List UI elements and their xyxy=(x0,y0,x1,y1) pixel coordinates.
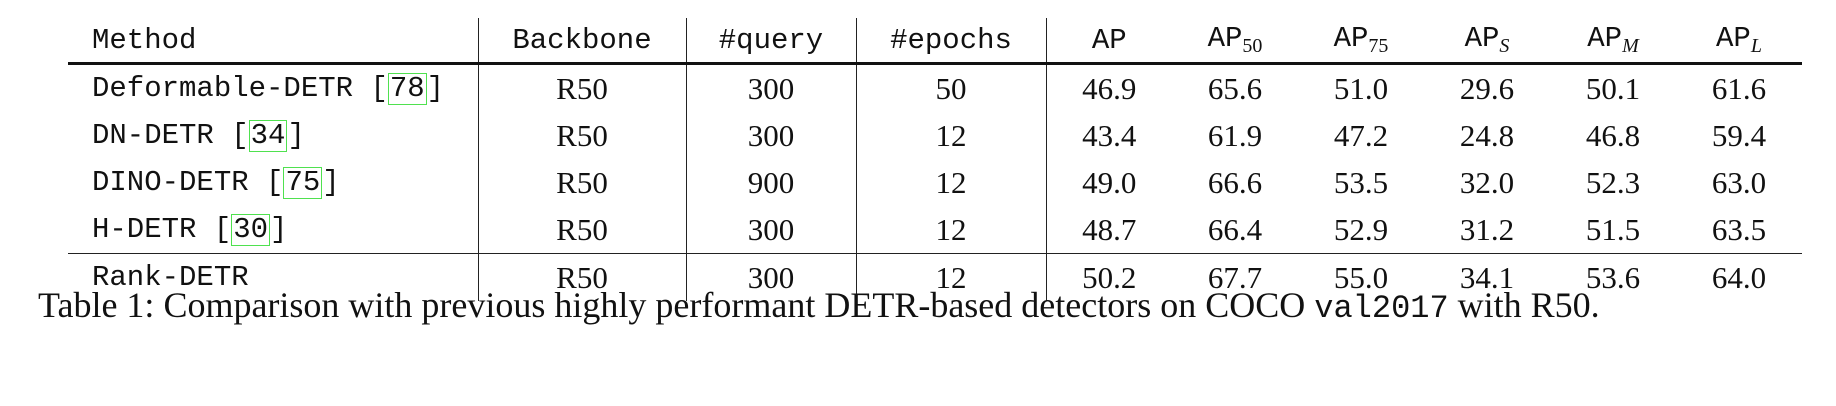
table-row: DN-DETR [34] R50 300 12 43.4 61.9 47.2 2… xyxy=(68,112,1802,159)
header-ap75-sub: 75 xyxy=(1368,35,1389,57)
ap75-cell: 47.2 xyxy=(1333,117,1389,153)
backbone-cell: R50 xyxy=(478,63,687,112)
method-name: DN-DETR xyxy=(92,118,232,152)
header-apl-base: AP xyxy=(1716,22,1751,55)
ap75-cell: 53.5 xyxy=(1333,164,1389,200)
ap75-cell: 51.0 xyxy=(1333,70,1389,106)
aps-cell: 29.6 xyxy=(1459,70,1515,106)
aps-cell: 31.2 xyxy=(1459,211,1515,247)
table-row: DINO-DETR [75] R50 900 12 49.0 66.6 53.5… xyxy=(68,159,1802,206)
apm-cell: 46.8 xyxy=(1585,117,1641,153)
table-row-ours: Rank-DETR R50 300 12 50.2 67.7 55.0 34.1… xyxy=(68,253,1802,301)
ap50-cell: 67.7 xyxy=(1172,253,1298,301)
table-caption: Table 1: Comparison with previous highly… xyxy=(38,284,1600,327)
query-cell: 900 xyxy=(686,159,857,206)
backbone-cell: R50 xyxy=(478,112,687,159)
query-cell: 300 xyxy=(686,206,857,254)
backbone-cell: R50 xyxy=(478,159,687,206)
citation-number: 30 xyxy=(231,212,271,247)
caption-label: Table 1: xyxy=(38,285,155,325)
ap50-cell: 65.6 xyxy=(1207,70,1263,106)
ap50-cell: 66.6 xyxy=(1207,164,1263,200)
apm-cell: 50.1 xyxy=(1585,70,1641,106)
header-ap: AP xyxy=(1046,18,1172,65)
header-aps-sub: S xyxy=(1499,35,1510,57)
citation-link[interactable]: [75] xyxy=(266,165,340,200)
caption-text-end: with R50. xyxy=(1448,285,1600,325)
query-cell: 300 xyxy=(686,63,857,112)
method-cell: DINO-DETR [75] xyxy=(68,159,479,206)
apm-cell: 51.5 xyxy=(1585,211,1641,247)
header-method: Method xyxy=(68,18,479,65)
header-ap75-base: AP xyxy=(1333,22,1369,55)
backbone-cell: R50 xyxy=(478,253,687,301)
apm-cell: 53.6 xyxy=(1550,253,1676,301)
epochs-cell: 50 xyxy=(856,63,1047,112)
citation-link[interactable]: [78] xyxy=(370,71,445,106)
citation-link[interactable]: [34] xyxy=(231,118,305,153)
results-table-container: Method Backbone #query #epochs AP AP50 A… xyxy=(68,18,1802,301)
aps-cell: 24.8 xyxy=(1459,117,1515,153)
header-ap50-base: AP xyxy=(1207,22,1243,55)
ap75-cell: 52.9 xyxy=(1333,211,1389,247)
apl-cell: 63.0 xyxy=(1711,164,1767,200)
results-table: Method Backbone #query #epochs AP AP50 A… xyxy=(68,18,1802,301)
citation-number: 34 xyxy=(248,118,288,153)
epochs-cell: 12 xyxy=(856,206,1047,254)
backbone-cell: R50 xyxy=(478,206,687,254)
header-ap50-sub: 50 xyxy=(1242,35,1263,57)
apl-cell: 63.5 xyxy=(1711,211,1767,247)
method-name: Deformable-DETR xyxy=(92,71,371,105)
ap-cell: 49.0 xyxy=(1082,164,1137,200)
apl-cell: 64.0 xyxy=(1676,253,1802,301)
aps-cell: 34.1 xyxy=(1424,253,1550,301)
method-cell: Rank-DETR xyxy=(68,253,479,301)
epochs-cell: 12 xyxy=(856,253,1047,301)
ap-cell: 43.4 xyxy=(1082,117,1137,153)
header-apl-sub: L xyxy=(1750,35,1762,57)
citation-number: 75 xyxy=(283,165,323,200)
caption-text: Comparison with previous highly performa… xyxy=(154,285,1315,325)
method-name: H-DETR xyxy=(92,212,214,246)
table-header-row: Method Backbone #query #epochs AP AP50 A… xyxy=(68,18,1802,65)
citation-link[interactable]: [30] xyxy=(213,212,288,247)
ap75-cell: 55.0 xyxy=(1298,253,1424,301)
header-ap75: AP75 xyxy=(1298,18,1424,65)
method-cell: DN-DETR [34] xyxy=(68,112,479,159)
apl-cell: 59.4 xyxy=(1711,117,1767,153)
header-query: #query xyxy=(686,18,857,65)
query-cell: 300 xyxy=(686,112,857,159)
header-aps: APS xyxy=(1424,18,1550,65)
ap50-cell: 61.9 xyxy=(1207,117,1263,153)
table-row: Deformable-DETR [78] R50 300 50 46.9 65.… xyxy=(68,63,1802,112)
header-ap50: AP50 xyxy=(1172,18,1298,65)
header-backbone: Backbone xyxy=(478,18,687,65)
query-cell: 300 xyxy=(686,253,857,301)
aps-cell: 32.0 xyxy=(1459,164,1515,200)
citation-number: 78 xyxy=(387,71,427,106)
method-name: DINO-DETR xyxy=(92,165,267,199)
header-apl: APL xyxy=(1676,18,1802,65)
method-cell: H-DETR [30] xyxy=(68,206,479,254)
header-aps-base: AP xyxy=(1464,22,1500,55)
method-name: Rank-DETR xyxy=(92,261,249,294)
ap-cell: 50.2 xyxy=(1046,253,1172,301)
header-apm-base: AP xyxy=(1587,22,1623,55)
ap-cell: 48.7 xyxy=(1082,211,1137,247)
table-row: H-DETR [30] R50 300 12 48.7 66.4 52.9 31… xyxy=(68,206,1802,254)
header-apm: APM xyxy=(1550,18,1676,65)
header-apm-sub: M xyxy=(1622,35,1639,57)
epochs-cell: 12 xyxy=(856,159,1047,206)
apl-cell: 61.6 xyxy=(1711,70,1767,106)
apm-cell: 52.3 xyxy=(1585,164,1641,200)
epochs-cell: 12 xyxy=(856,112,1047,159)
ap-cell: 46.9 xyxy=(1082,70,1137,106)
method-cell: Deformable-DETR [78] xyxy=(68,63,479,112)
caption-code: val2017 xyxy=(1314,290,1449,327)
ap50-cell: 66.4 xyxy=(1207,211,1263,247)
header-epochs: #epochs xyxy=(856,18,1047,65)
